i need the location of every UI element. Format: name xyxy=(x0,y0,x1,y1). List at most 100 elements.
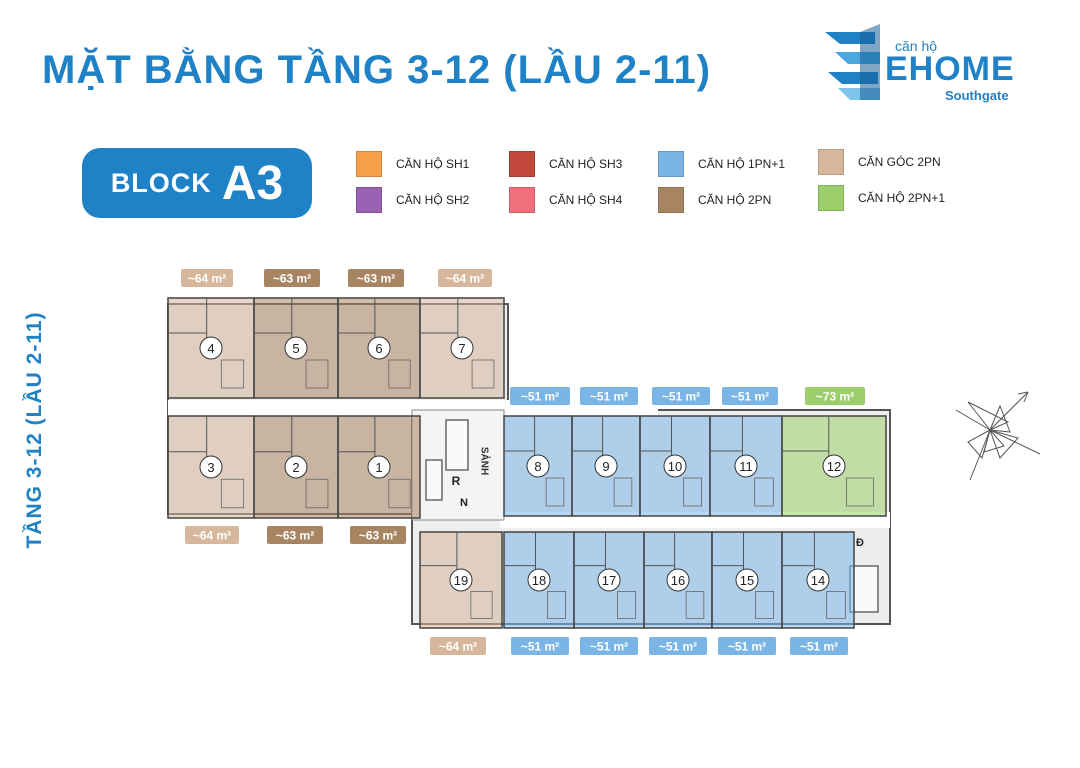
unit-area-badge xyxy=(652,387,710,405)
stair-core xyxy=(425,459,443,501)
unit-number: 14 xyxy=(811,573,825,588)
legend-item-2pn1: CĂN HỘ 2PN+1 xyxy=(818,185,945,211)
unit-bathroom xyxy=(545,477,565,507)
unit-10: 10~51 m² xyxy=(639,387,711,517)
unit-number-circle xyxy=(666,568,690,592)
side-floor-label: TẦNG 3-12 (LẦU 2-11) xyxy=(0,300,70,560)
unit-area-label: ~51 m² xyxy=(521,390,559,404)
unit-bathroom xyxy=(305,359,329,389)
block-word: BLOCK xyxy=(110,167,212,198)
legend-swatch xyxy=(509,151,535,177)
unit-area-label: ~51 m² xyxy=(659,640,697,654)
unit-number: 12 xyxy=(827,459,841,474)
unit-area-label: ~63 m² xyxy=(359,529,397,543)
unit-16: 16 ~51 m² xyxy=(643,531,713,655)
unit-number: 8 xyxy=(534,459,541,474)
unit-number-circle xyxy=(822,454,846,478)
legend-swatch xyxy=(818,185,844,211)
legend-item-sh2: CĂN HỘ SH2 xyxy=(356,187,469,213)
legend-label: CĂN GÓC 2PN xyxy=(858,155,941,169)
unit-area-badge xyxy=(718,637,776,655)
legend-swatch xyxy=(356,187,382,213)
block-badge: BLOCK A3 xyxy=(82,148,312,218)
unit-number: 17 xyxy=(602,573,616,588)
unit-3: 3~64 m² xyxy=(167,415,255,544)
unit-area-badge xyxy=(511,637,569,655)
unit-area-badge xyxy=(510,387,570,405)
unit-12: 12 ~73 m² xyxy=(781,387,887,517)
unit-number: 19 xyxy=(454,573,468,588)
unit-area-label: ~63 m² xyxy=(273,272,311,286)
unit-area-label: ~51 m² xyxy=(590,640,628,654)
unit-number-circle xyxy=(449,568,473,592)
unit-bathroom xyxy=(683,477,703,507)
unit-7: 7~64 m² xyxy=(419,269,505,399)
unit-area-label: ~51 m² xyxy=(731,390,769,404)
core-label-r: R xyxy=(452,474,461,488)
unit-area-label: ~73 m² xyxy=(816,390,854,404)
unit-area-label: ~63 m² xyxy=(276,529,314,543)
unit-19: 19~64 m² xyxy=(419,531,503,655)
unit-bathroom xyxy=(220,478,245,509)
unit-number: 2 xyxy=(292,460,299,475)
legend-swatch xyxy=(818,149,844,175)
legend-item-2pn: CĂN HỘ 2PN xyxy=(658,187,771,213)
unit-8: 8 ~51 m² xyxy=(503,387,573,517)
unit-number-circle xyxy=(284,336,308,360)
unit-bathroom xyxy=(755,591,775,619)
unit-bathroom xyxy=(470,591,493,619)
unit-number-circle xyxy=(597,568,621,592)
legend-label: CĂN HỘ 2PN xyxy=(698,193,772,207)
legend-label: CĂN HỘ SH2 xyxy=(396,193,470,207)
logo-brand-text: EHOME xyxy=(885,50,1015,88)
unit-number-circle xyxy=(734,454,758,478)
legend-swatch xyxy=(356,151,382,177)
unit-number: 7 xyxy=(458,341,465,356)
legend-swatch xyxy=(658,187,684,213)
unit-area-badge xyxy=(267,526,323,544)
unit-bathroom xyxy=(613,477,633,507)
unit-2: 2 ~63 m² xyxy=(253,415,339,544)
side-floor-label-text: TẦNG 3-12 (LẦU 2-11) xyxy=(23,311,46,549)
unit-number-circle xyxy=(594,454,618,478)
lobby-label: SẢNH xyxy=(479,447,492,475)
legend-label: CĂN HỘ 2PN+1 xyxy=(858,191,946,205)
unit-number: 9 xyxy=(602,459,609,474)
unit-number-circle xyxy=(527,568,551,592)
unit-number: 5 xyxy=(292,341,299,356)
unit-bathroom xyxy=(826,591,846,619)
legend-label: CĂN HỘ SH4 xyxy=(549,193,623,207)
legend-label: CĂN HỘ SH1 xyxy=(396,157,470,171)
unit-number: 4 xyxy=(207,341,214,356)
unit-15: 15~51 m² xyxy=(711,531,783,655)
unit-1: 1~63 m² xyxy=(337,415,421,544)
unit-bathroom xyxy=(546,591,566,619)
unit-area-badge xyxy=(350,526,406,544)
unit-number-circle xyxy=(367,455,391,479)
unit-number-circle xyxy=(526,454,550,478)
logo-small-text: căn hộ xyxy=(895,38,938,54)
unit-bathroom xyxy=(685,591,705,619)
unit-bathroom xyxy=(616,591,636,619)
unit-area-label: ~51 m² xyxy=(590,390,628,404)
unit-area-label: ~51 m² xyxy=(662,390,700,404)
unit-number-circle xyxy=(806,568,830,592)
unit-area-badge xyxy=(722,387,778,405)
elevator-shaft xyxy=(445,419,469,471)
logo-sub-text: Southgate xyxy=(945,88,1009,103)
unit-5: 5 ~63 m² xyxy=(253,269,339,399)
legend-item-sh3: CĂN HỘ SH3 xyxy=(509,151,622,177)
unit-area-label: ~51 m² xyxy=(800,640,838,654)
unit-number: 18 xyxy=(532,573,546,588)
unit-18: 18~51 m² xyxy=(503,531,575,655)
unit-bathroom xyxy=(388,478,411,509)
compass-rose-icon xyxy=(955,391,1041,481)
unit-bathroom xyxy=(471,359,495,389)
unit-area-label: ~51 m² xyxy=(728,640,766,654)
legend-item-sh4: CĂN HỘ SH4 xyxy=(509,187,622,213)
unit-number: 11 xyxy=(739,459,753,474)
unit-area-label: ~64 m² xyxy=(193,529,231,543)
unit-number: 16 xyxy=(671,573,685,588)
legend-label: CĂN HỘ SH3 xyxy=(549,157,623,171)
